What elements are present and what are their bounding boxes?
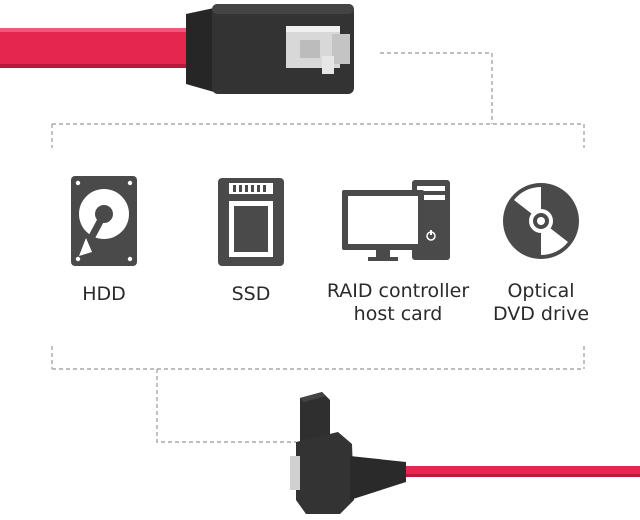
hdd-label: HDD	[54, 283, 154, 306]
bottom-connector-upper-body	[300, 392, 330, 446]
bottom-connector-clip	[290, 456, 300, 490]
bottom-connector-edge	[300, 392, 326, 402]
optical-label-line-1: Optical	[507, 280, 575, 302]
raid-label-line-2: host card	[353, 303, 443, 325]
hdd-label-line-1: HDD	[82, 283, 126, 305]
bottom-sata-cable	[404, 466, 640, 477]
optical-label-line-2: DVD drive	[492, 303, 590, 325]
metal-latch-clip	[286, 26, 350, 74]
top-straight-connector	[186, 4, 354, 94]
bottom-connector-lower-body	[296, 432, 354, 514]
top-dashed-guide	[51, 52, 585, 148]
ssd-label: SSD	[201, 283, 301, 306]
optical-drive-label: Optical DVD drive	[486, 280, 596, 326]
top-connector-edge	[212, 4, 354, 14]
hdd-icon	[71, 176, 137, 266]
bottom-cable-shadow	[404, 474, 640, 477]
ssd-icon	[218, 178, 284, 266]
top-cable-highlight	[0, 28, 190, 32]
top-connector-collar	[186, 8, 214, 92]
optical-disc-icon	[503, 183, 579, 259]
top-sata-cable	[0, 28, 190, 68]
bottom-cable-ribbon	[404, 466, 640, 477]
raid-controller-label: RAID controller host card	[318, 280, 478, 326]
top-cable-ribbon	[0, 28, 190, 68]
bottom-dashed-guide	[51, 346, 585, 443]
top-cable-shadow	[0, 64, 190, 68]
desktop-computer-icon	[342, 180, 450, 261]
bottom-right-angle-connector	[290, 392, 406, 514]
raid-label-line-1: RAID controller	[326, 280, 470, 302]
ssd-label-line-1: SSD	[231, 283, 271, 305]
bottom-connector-strain-relief	[350, 456, 406, 500]
